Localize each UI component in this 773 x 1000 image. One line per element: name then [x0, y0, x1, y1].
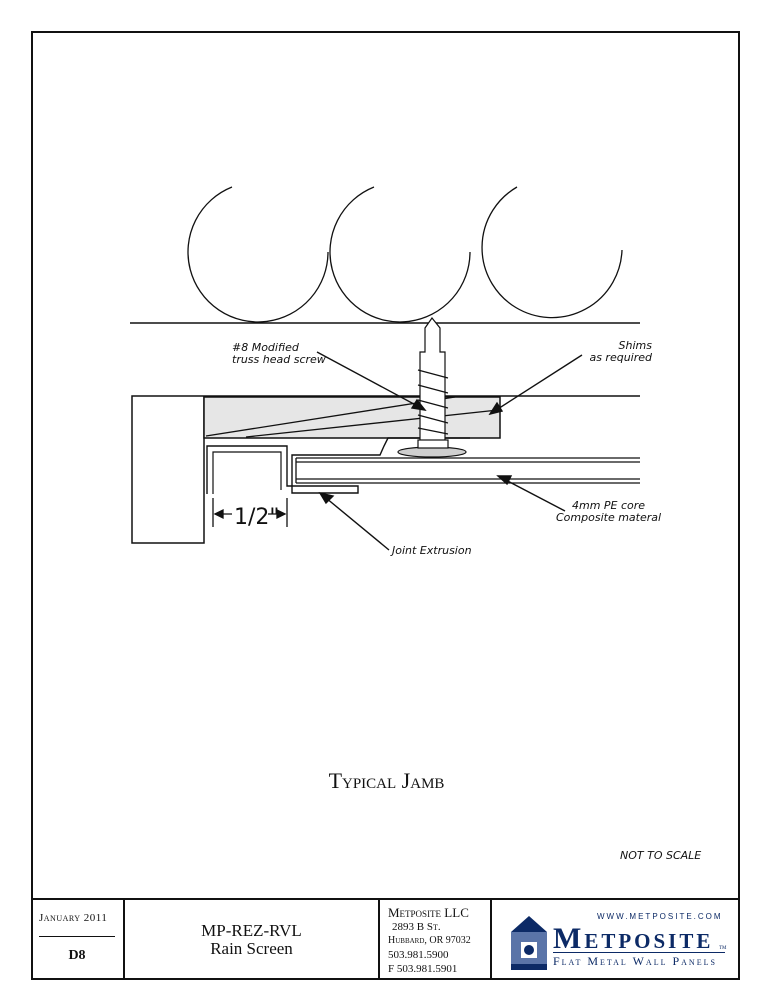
- title-block: January 2011 D8 MP-REZ-RVL Rain Screen M…: [31, 898, 740, 980]
- drawing-date: January 2011: [39, 912, 108, 924]
- backer-rod-1: [187, 186, 329, 323]
- logo-tagline: Flat Metal Wall Panels: [553, 954, 717, 968]
- composite-panel: [295, 457, 640, 484]
- logo-trademark: TM: [719, 946, 727, 951]
- sheet-number: D8: [68, 948, 86, 963]
- project-cell: MP-REZ-RVL Rain Screen: [125, 900, 380, 980]
- screw-callout-line2: truss head screw: [232, 353, 326, 366]
- scale-note: NOT TO SCALE: [620, 849, 702, 862]
- joint-extrusion: [206, 437, 470, 494]
- screw-callout-line1: #8 Modified: [232, 341, 299, 354]
- company-name: Metposite LLC: [388, 905, 469, 920]
- project-name: Rain Screen: [210, 939, 293, 958]
- drawing-title: Typical Jamb: [328, 768, 445, 793]
- address-cell: Metposite LLC 2893 B St. Hubbard, OR 970…: [380, 900, 492, 980]
- logo-website: WWW.METPOSITE.COM: [597, 912, 723, 921]
- shims-callout-line2: as required: [589, 351, 652, 364]
- leader-lines: [316, 351, 583, 551]
- metposite-logo: WWW.METPOSITE.COM Metposite TM Flat Meta…: [507, 910, 727, 972]
- screw-callout: #8 Modified truss head screw: [232, 342, 326, 366]
- core-callout-line1: 4mm PE core: [572, 499, 646, 512]
- building-icon: [511, 916, 547, 970]
- backer-rod-2: [329, 186, 471, 323]
- backer-rod-3: [481, 186, 623, 319]
- shims-callout: Shims as required: [582, 340, 652, 364]
- joint-extrusion-inner: [212, 451, 282, 494]
- dimension-half-inch: [212, 498, 288, 527]
- shims-callout-line1: Shims: [618, 339, 652, 352]
- date-cell: January 2011 D8: [31, 900, 125, 980]
- shim-block: [203, 396, 501, 439]
- project-code: MP-REZ-RVL: [201, 921, 302, 940]
- dimension-label: 1/2": [234, 505, 280, 530]
- date-divider: [39, 936, 115, 937]
- drawing-sheet-border: [31, 31, 740, 980]
- screw: [397, 316, 467, 458]
- company-fax: F 503.981.5901: [388, 963, 458, 975]
- core-callout-line2: Composite materal: [556, 511, 662, 524]
- company-address: Metposite LLC 2893 B St. Hubbard, OR 970…: [388, 906, 471, 976]
- logo-name: Metposite: [553, 922, 714, 955]
- joint-callout: Joint Extrusion: [392, 544, 472, 557]
- logo-rule: [553, 952, 725, 953]
- company-city: Hubbard, OR 97032: [388, 935, 471, 946]
- core-callout: 4mm PE core Composite materal: [556, 500, 661, 524]
- company-street: 2893 B St.: [392, 921, 441, 933]
- backer-rods: [187, 186, 623, 323]
- company-phone: 503.981.5900: [388, 949, 449, 961]
- jamb-frame: [131, 395, 640, 544]
